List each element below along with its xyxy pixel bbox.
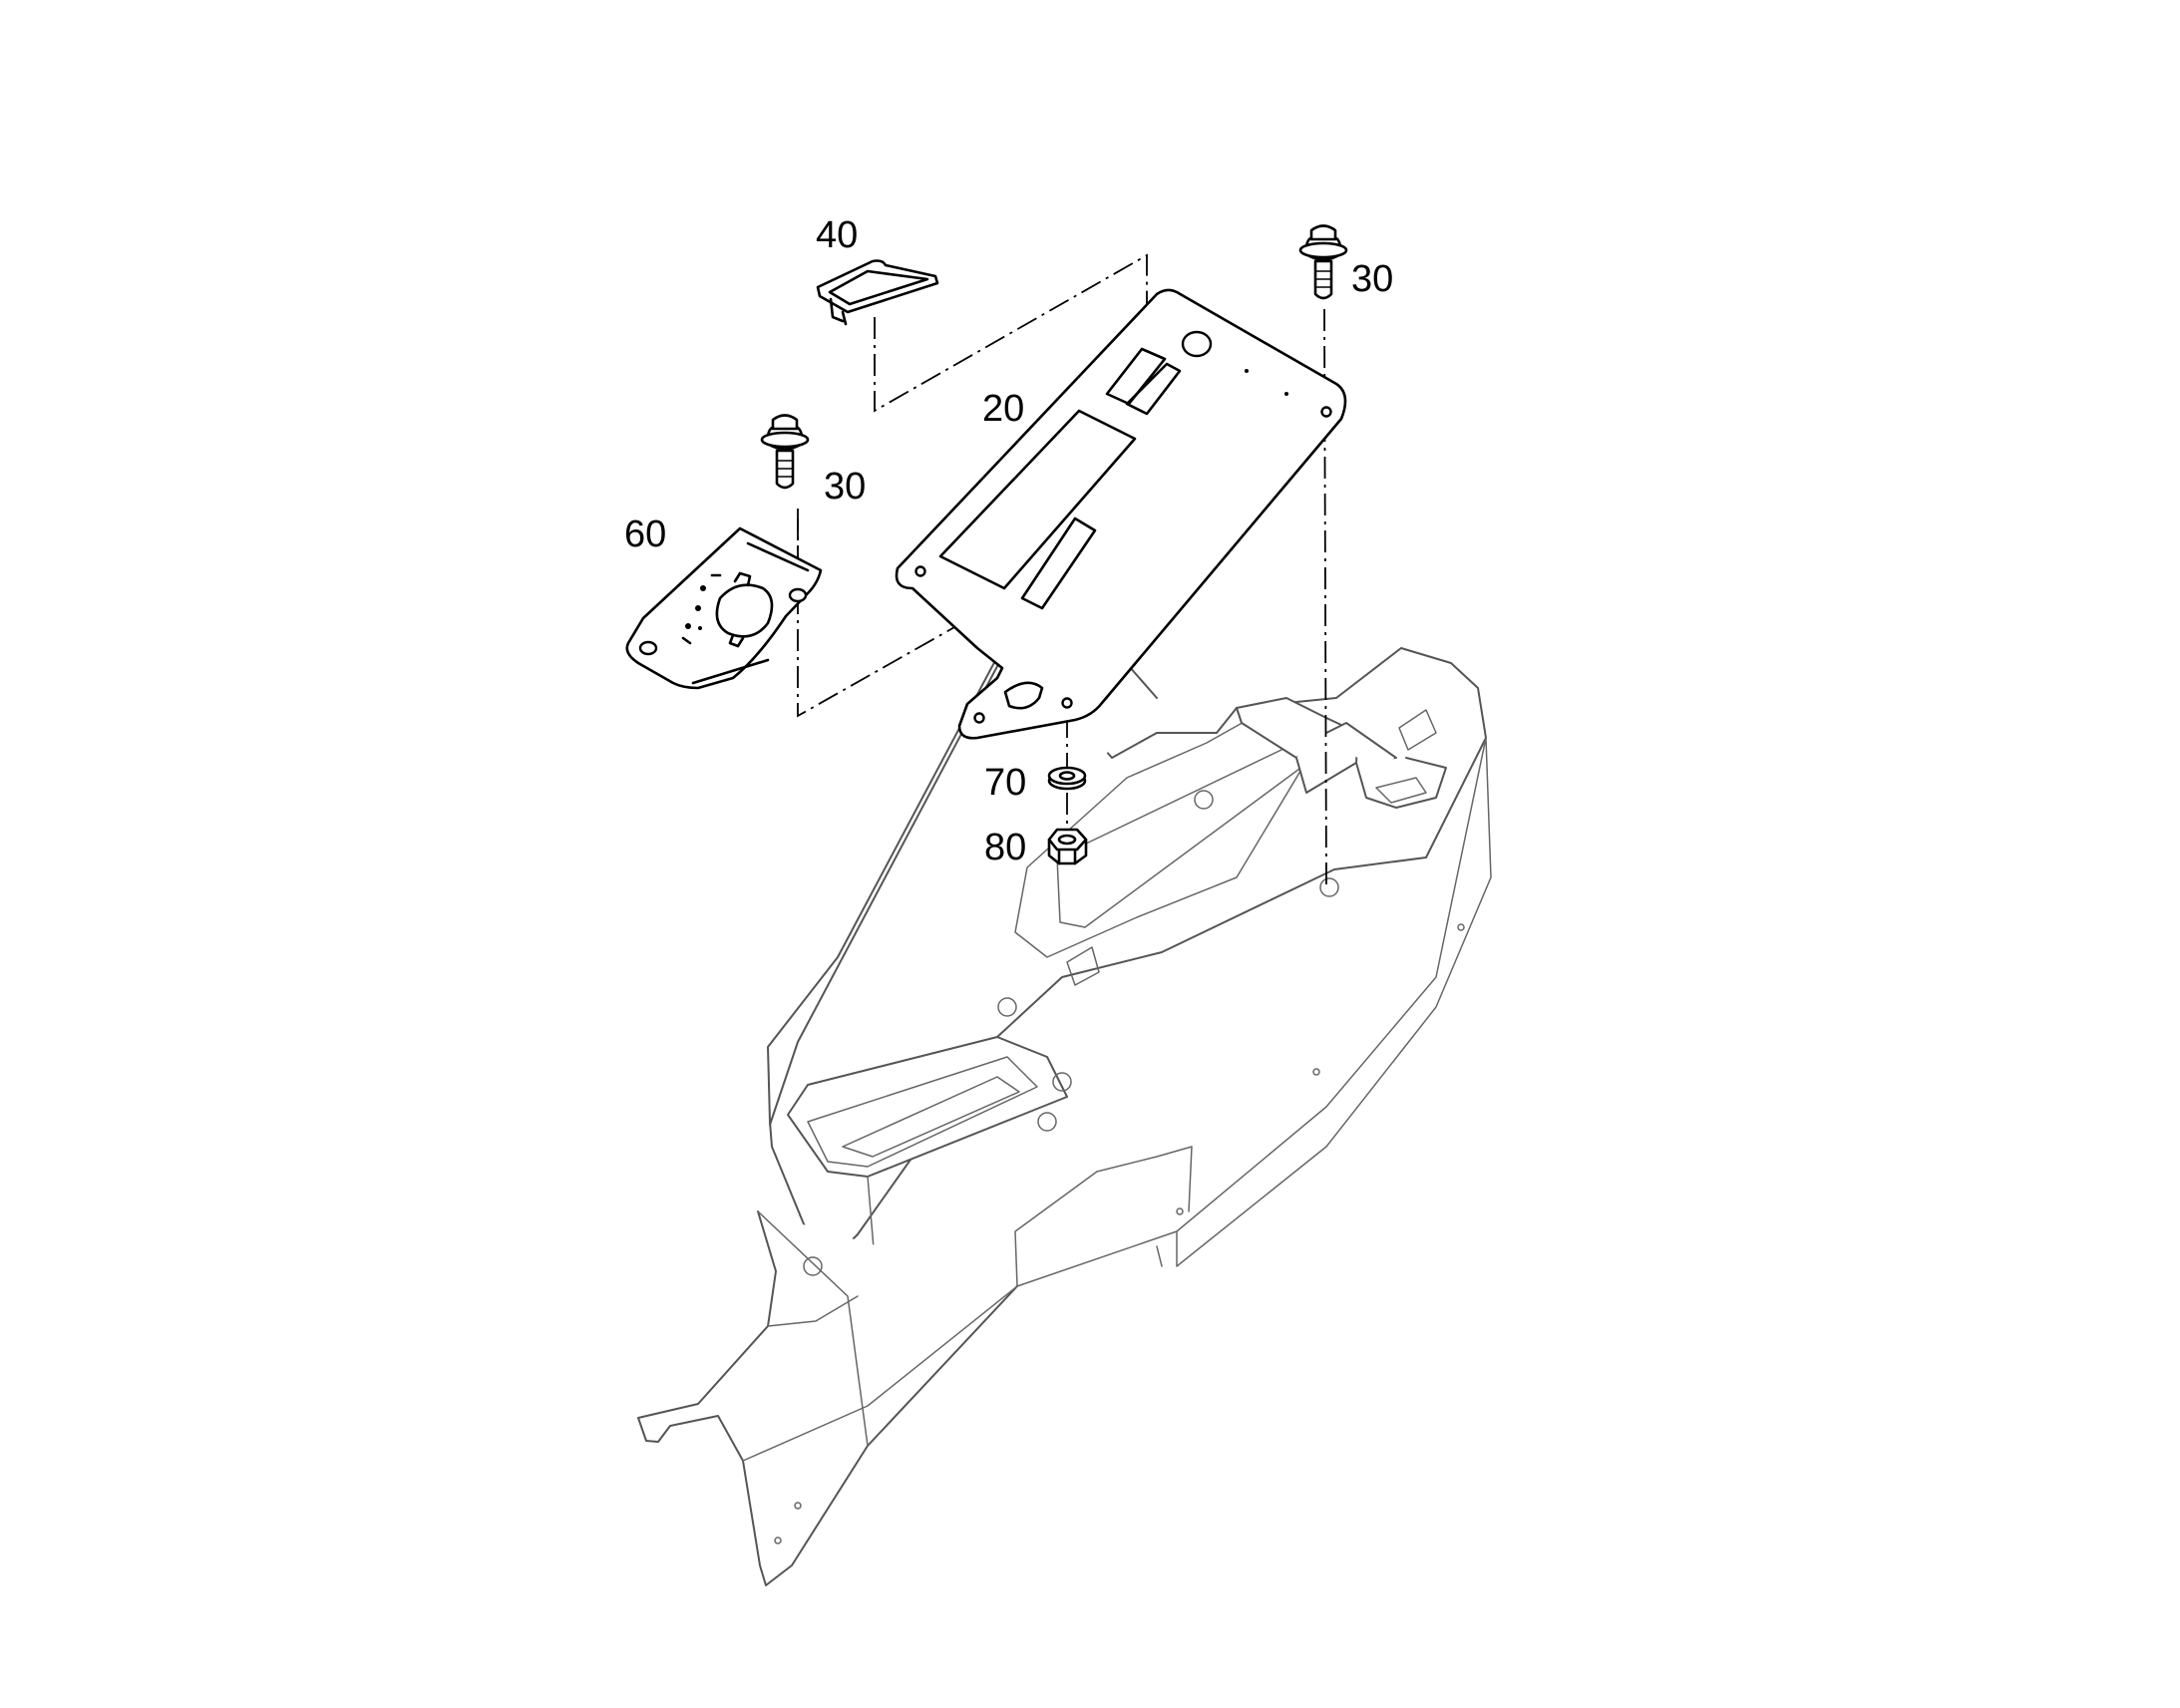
part-30-screw-left [760, 414, 810, 490]
part-70-washer [1047, 766, 1087, 791]
part-40-clip-frame [816, 259, 939, 326]
part-30-screw-right [1298, 224, 1348, 300]
callout-30-left: 30 [824, 466, 866, 508]
part-20-cover-plate [895, 288, 1347, 740]
callout-60: 60 [624, 513, 666, 555]
callout-70: 70 [984, 762, 1026, 804]
callout-20: 20 [982, 388, 1024, 430]
leader-30-right [1323, 308, 1327, 888]
callout-80: 80 [984, 827, 1026, 868]
callout-40: 40 [816, 214, 858, 256]
part-60-bezel-plate [625, 526, 823, 690]
callout-30-right: 30 [1351, 258, 1393, 300]
part-80-hex-nut [1047, 828, 1088, 865]
center-console [637, 617, 1492, 1586]
leader-40-to-20 [874, 253, 1148, 413]
